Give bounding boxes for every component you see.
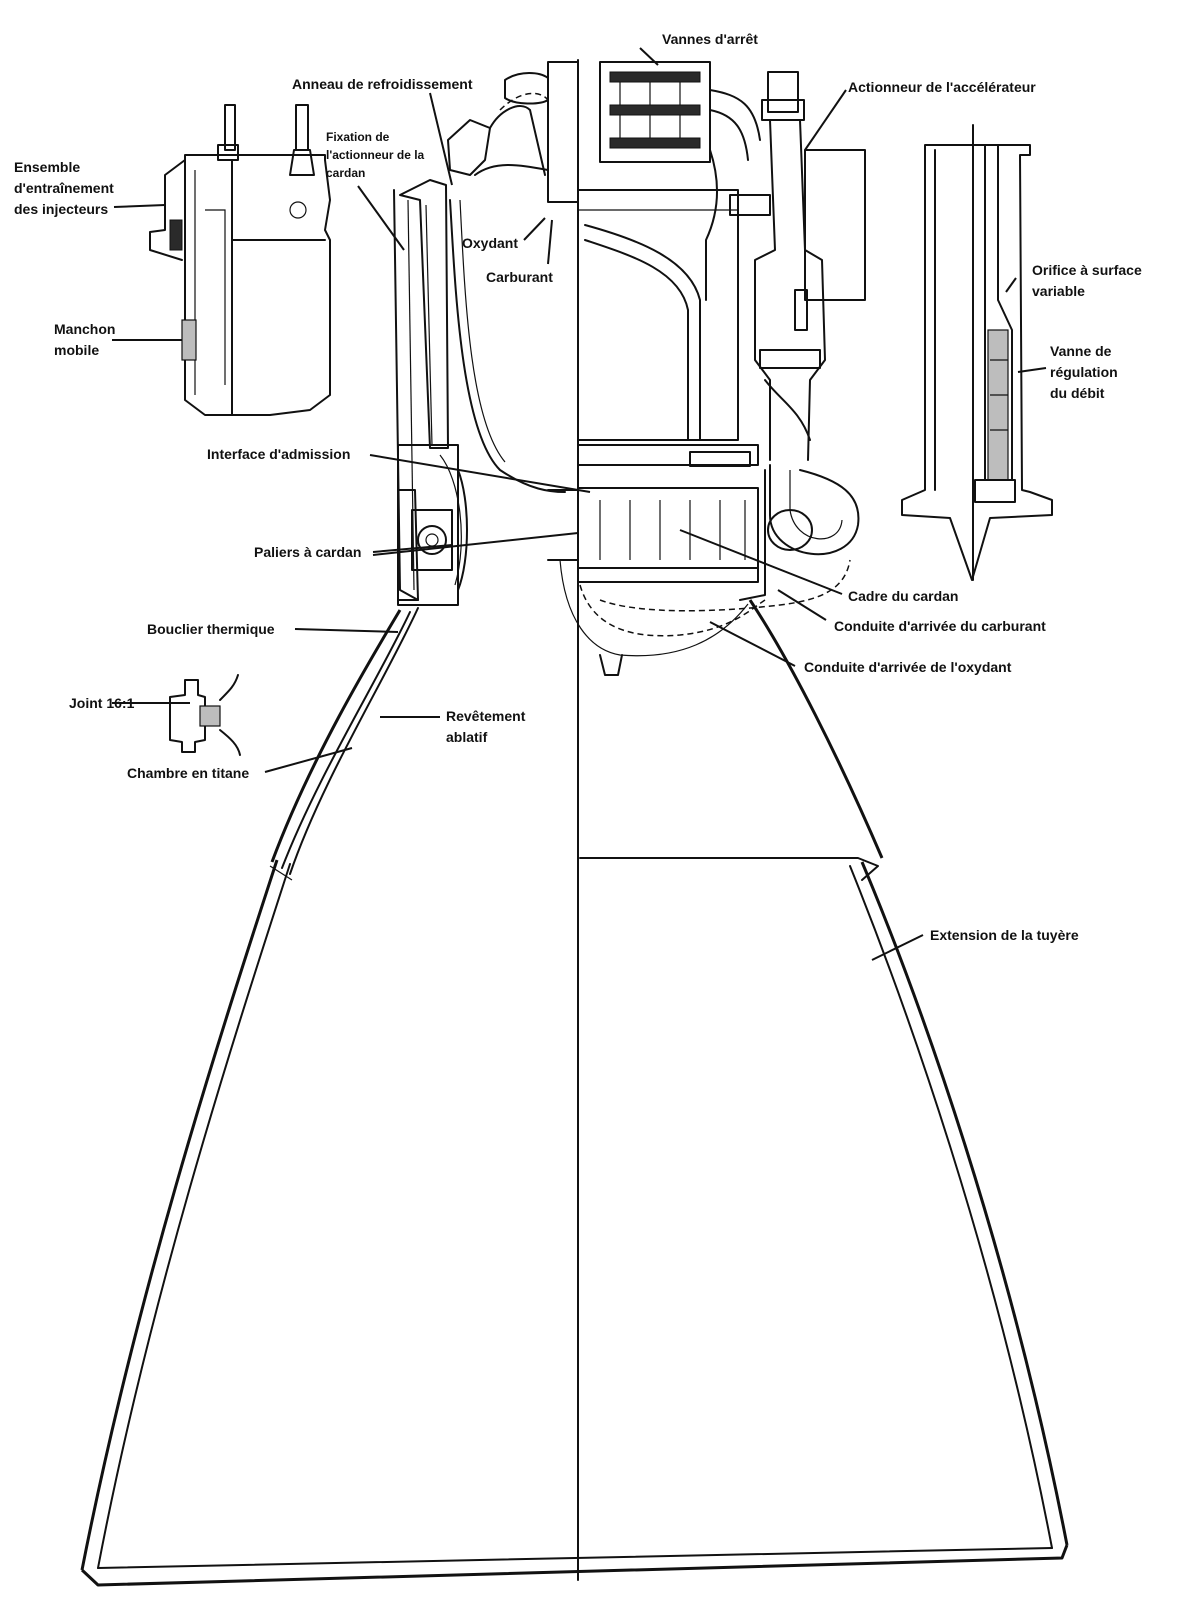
- label-flow-control-valve: Vanne de régulation du débit: [1050, 343, 1118, 401]
- label-injector-drive-assembly: Ensemble d'entraînement des injecteurs: [14, 159, 114, 217]
- gimbal-actuator-mount: [447, 92, 549, 176]
- label-gimbal-frame: Cadre du cardan: [848, 588, 959, 604]
- gimbal-frame: [547, 469, 766, 601]
- throttle-actuator-body: [729, 71, 866, 461]
- label-oxidizer-inlet-line: Conduite d'arrivée de l'oxydant: [804, 659, 1012, 675]
- label-fuel-inlet-line: Conduite d'arrivée du carburant: [834, 618, 1046, 634]
- label-titanium-chamber: Chambre en titane: [127, 765, 250, 781]
- combustion-chamber-left: [393, 179, 566, 601]
- gimbal-bearing-assembly: [397, 444, 468, 606]
- nozzle-extension: [80, 857, 1069, 1587]
- label-movable-sleeve: Manchon mobile: [54, 321, 116, 358]
- label-gimbal-actuator-mount: Fixation de l'actionneur de la cardan: [326, 130, 425, 180]
- label-gimbal-bearings: Paliers à cardan: [254, 544, 362, 560]
- chamber-body-right: [577, 149, 759, 467]
- shutoff-valves: [504, 61, 761, 203]
- label-throttle-actuator: Actionneur de l'accélérateur: [848, 79, 1036, 95]
- label-variable-area-orifice: Orifice à surface variable: [1032, 262, 1142, 299]
- label-shutoff-valves: Vannes d'arrêt: [662, 31, 758, 47]
- label-nozzle-extension: Extension de la tuyère: [930, 927, 1079, 943]
- label-inlet-interface: Interface d'admission: [207, 446, 351, 462]
- label-oxidizer: Oxydant: [462, 235, 519, 251]
- inset-flow-regulator: [901, 124, 1053, 581]
- label-ablative-liner: Revêtement ablatif: [446, 708, 526, 745]
- inset-joint: [169, 674, 241, 756]
- propellant-feed-lines: [559, 559, 851, 676]
- leader-lines: [112, 47, 1047, 961]
- label-heat-shield: Bouclier thermique: [147, 621, 275, 637]
- label-cooling-ring: Anneau de refroidissement: [292, 76, 473, 92]
- label-joint: Joint 16:1: [69, 695, 135, 711]
- inset-injector-drive: [149, 104, 331, 416]
- label-fuel: Carburant: [486, 269, 553, 285]
- feed-elbow: [767, 464, 860, 556]
- nozzle-chamber: [269, 59, 884, 1581]
